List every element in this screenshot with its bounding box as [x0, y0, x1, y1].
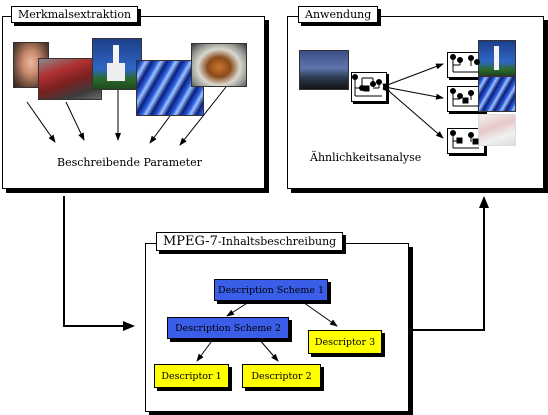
application-title: Anwendung [298, 6, 379, 23]
feature-extraction-title: Merkmalsextraktion [11, 6, 139, 23]
similarity-arrows [382, 63, 444, 139]
descriptor-1: Descriptor 1 [154, 364, 229, 388]
food-plate-photo [191, 43, 247, 87]
similarity-analysis-caption: Ähnlichkeitsanalyse [310, 151, 422, 164]
hierarchy-arrows [196, 299, 338, 362]
descriptor-3: Descriptor 3 [308, 330, 382, 354]
query-image [299, 50, 349, 90]
hierarchy-tree-icon [352, 54, 480, 149]
flow-arrows [63, 196, 489, 331]
result-image-3 [478, 114, 516, 146]
extraction-arrows [26, 86, 227, 146]
result-image-2 [478, 76, 516, 112]
mpeg7-title-prefix: MPEG-7 [163, 234, 218, 249]
descriptive-parameters-caption: Beschreibende Parameter [57, 156, 202, 169]
mpeg7-title-suffix: -Inhaltsbeschreibung [217, 235, 337, 248]
result-image-1 [478, 40, 516, 76]
descriptor-2: Descriptor 2 [242, 364, 321, 388]
building-photo [92, 38, 142, 90]
description-scheme-2: Description Scheme 2 [167, 317, 289, 339]
description-scheme-1: Description Scheme 1 [214, 279, 328, 301]
locomotive-photo [38, 58, 102, 100]
mpeg7-title: MPEG-7-Inhaltsbeschreibung [156, 232, 344, 251]
